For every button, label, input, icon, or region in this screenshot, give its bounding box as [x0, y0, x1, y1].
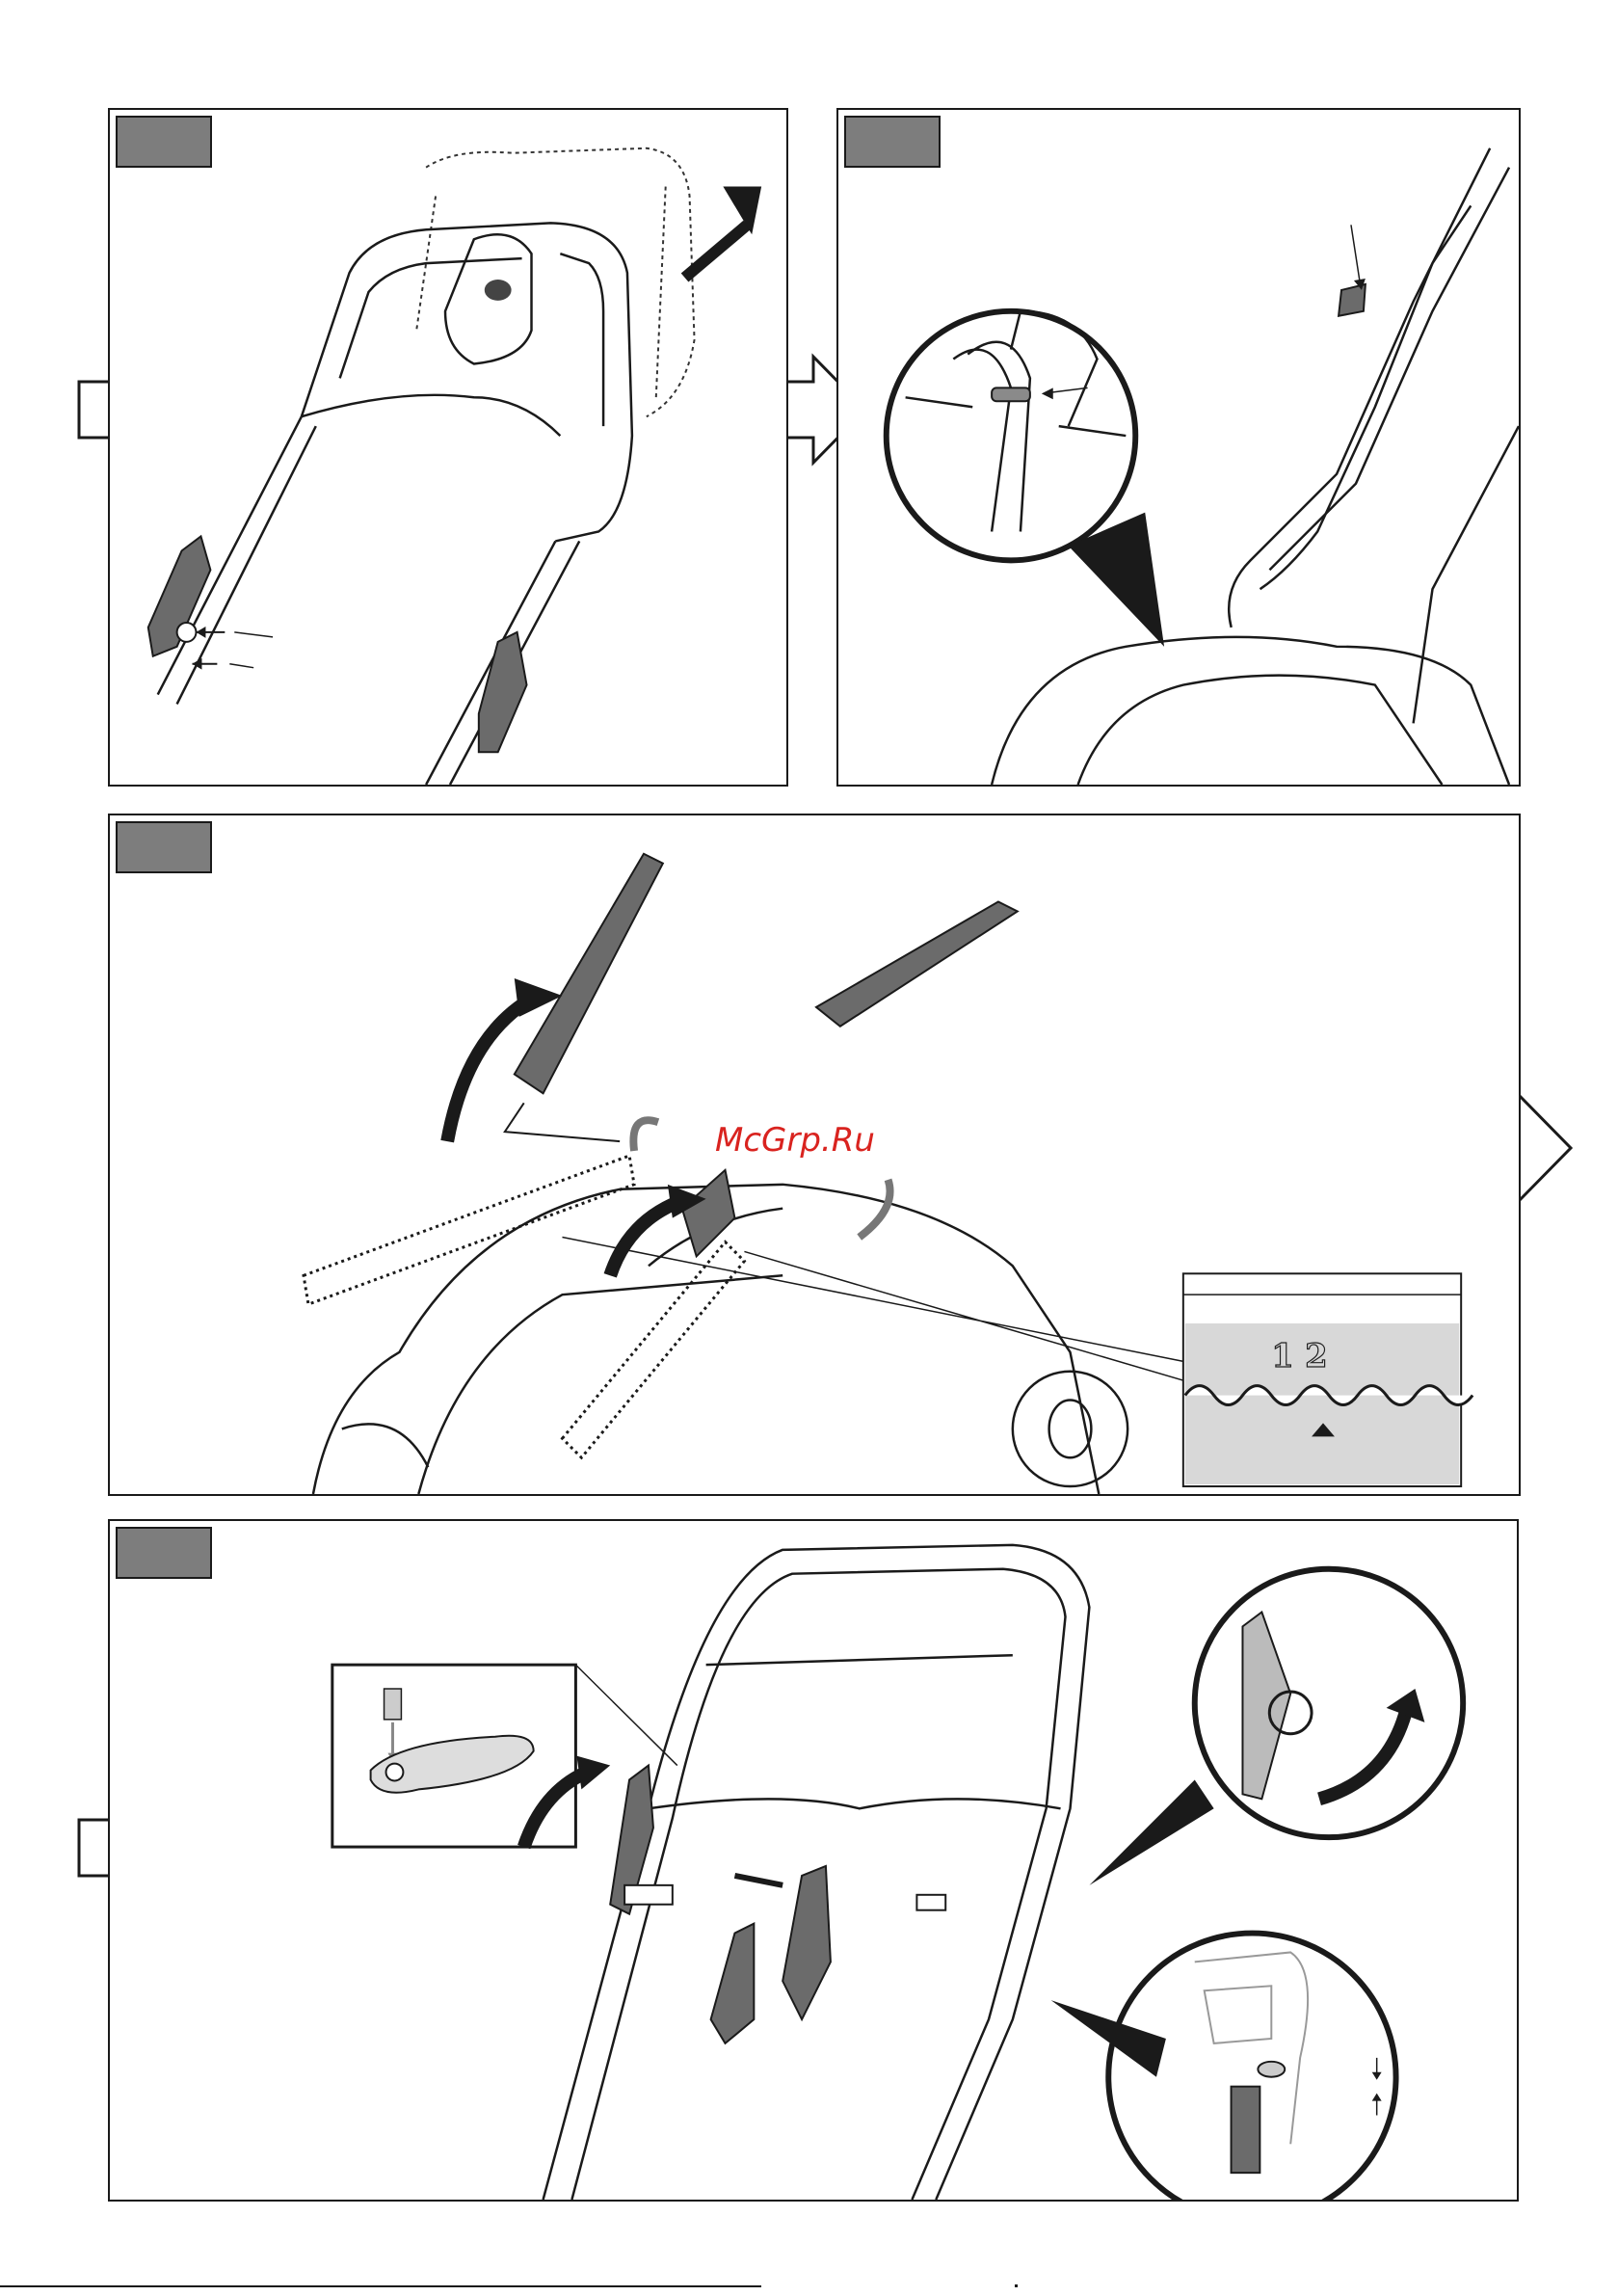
height-scale-number: 2	[1305, 1336, 1328, 1375]
bolt-icon	[916, 1895, 945, 1910]
handle-bar-left	[515, 854, 663, 1094]
height-scale-number: 1	[1271, 1336, 1294, 1375]
panel-fold-handle	[108, 108, 788, 787]
bolt-icon	[624, 1885, 673, 1905]
direction-arrow-icon	[576, 1756, 610, 1790]
watermark-text: McGrp.Ru	[715, 1121, 875, 1160]
handle-button-icon	[485, 280, 512, 301]
clamp-lever-icon	[479, 632, 527, 752]
bolt-assembly-illustration	[110, 1521, 1517, 2200]
clamp-lever-icon	[711, 1924, 755, 2043]
handle-bar-right	[816, 901, 1018, 1026]
handle-fold-illustration	[110, 110, 786, 785]
clamp-lever-icon	[782, 1866, 831, 2019]
footer-rule	[0, 2285, 761, 2287]
panel-bolt-assembly	[108, 1519, 1519, 2202]
panel-cable-clip	[836, 108, 1521, 787]
cable-clip-illustration	[838, 110, 1519, 785]
footer-mark	[1015, 2284, 1018, 2287]
